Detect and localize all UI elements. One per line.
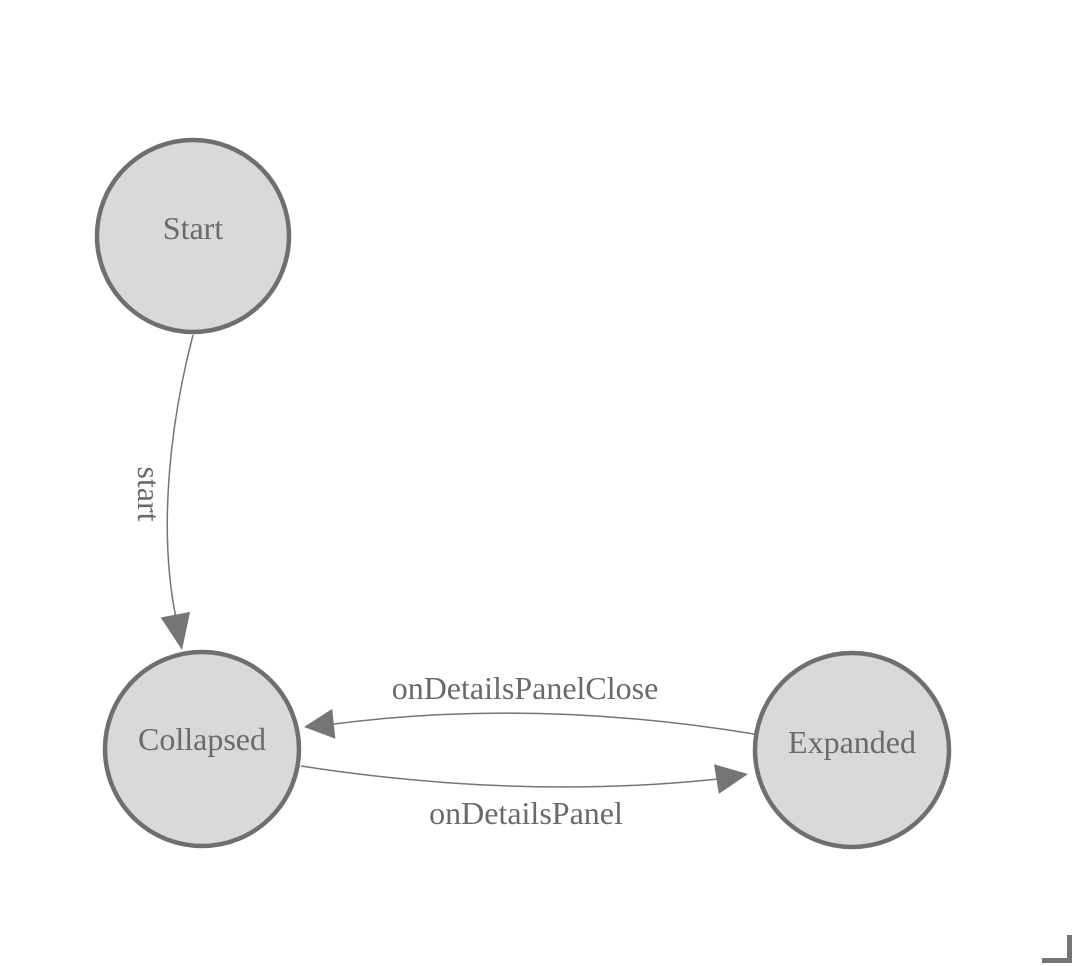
node-label-expanded: Expanded [788,724,916,760]
edge-label-ondetailspanel: onDetailsPanel [429,795,623,831]
edge-collapsed-to-expanded: onDetailsPanel [300,764,748,831]
corner-marker-vertical [1067,935,1072,963]
node-label-collapsed: Collapsed [138,721,266,757]
state-node-expanded[interactable]: Expanded [752,650,952,850]
arrowhead-icon [714,764,748,794]
edge-label-ondetailspanelclose: onDetailsPanelClose [392,670,659,706]
node-circle[interactable] [752,650,952,850]
node-circle[interactable] [102,649,302,849]
arrowhead-icon [160,611,191,650]
arrowhead-icon [304,708,336,739]
node-circle[interactable] [94,137,292,335]
canvas-corner-marker [1042,935,1072,963]
edge-line [166,334,194,619]
edge-line [333,712,755,735]
edge-expanded-to-collapsed: onDetailsPanelClose [304,670,755,739]
state-node-collapsed[interactable]: Collapsed [102,649,302,849]
state-node-start[interactable]: Start [94,137,292,335]
corner-marker-horizontal [1042,958,1072,963]
edge-label-start: start [131,466,167,521]
edge-start-to-collapsed: start [131,334,194,650]
node-label-start: Start [163,210,224,246]
edge-line [300,765,719,788]
